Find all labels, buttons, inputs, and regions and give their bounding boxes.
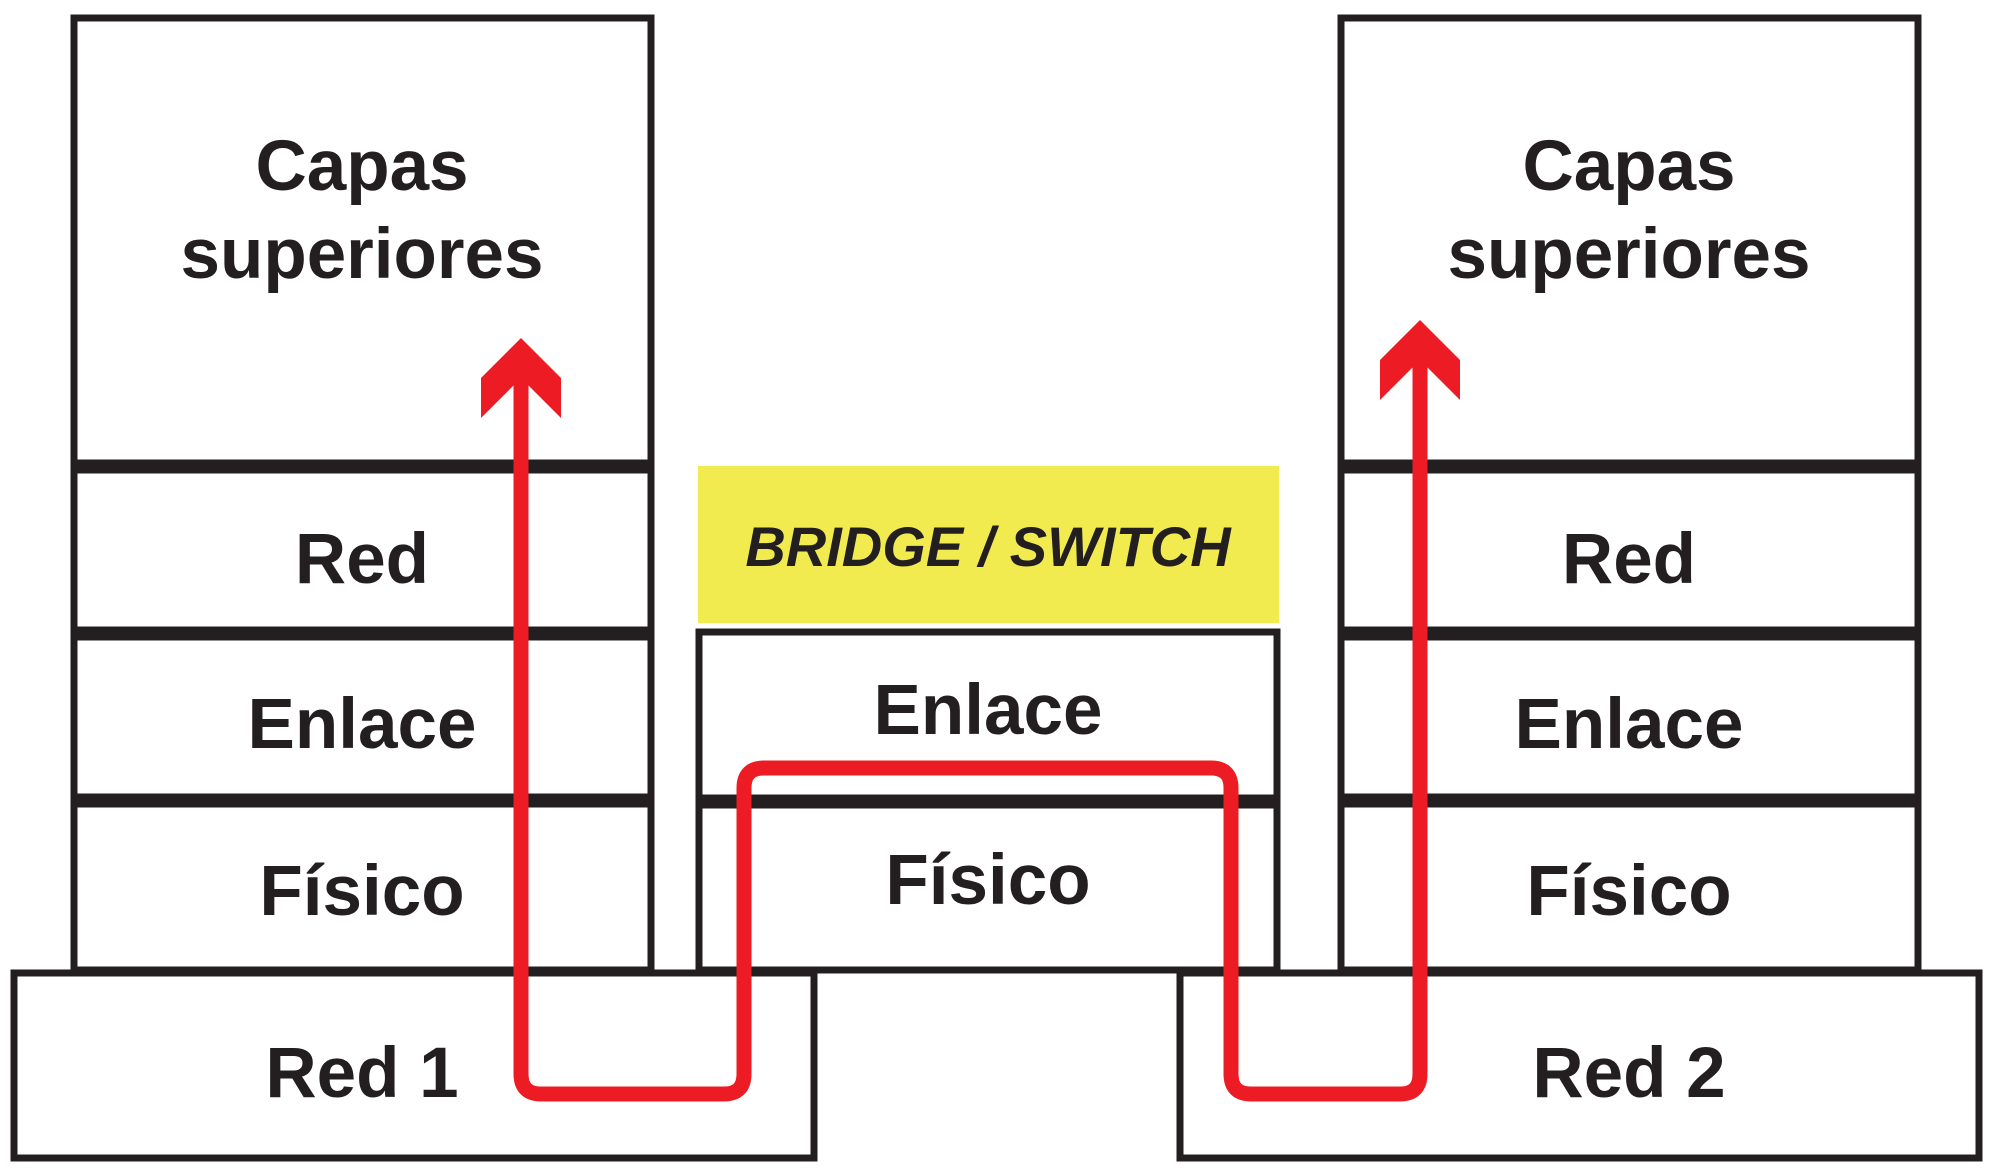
left-physical-layer-label: Físico <box>259 852 464 931</box>
data-flow-line <box>513 355 1428 1102</box>
right-upper-layers-label-line1: Capas <box>1522 127 1735 206</box>
bridge-physical-layer-label: Físico <box>885 841 1090 920</box>
right-network-layer-box <box>1337 466 1922 634</box>
left-upper-layers-label-line1: Capas <box>255 127 468 206</box>
left-network-layer-box <box>70 466 655 634</box>
left-physical-layer-box <box>70 800 655 974</box>
network-1-label: Red 1 <box>265 1034 458 1113</box>
left-link-layer-box <box>70 633 655 801</box>
left-up-arrow-icon <box>481 338 561 418</box>
left-link-layer-label: Enlace <box>248 685 477 764</box>
data-flow-path <box>481 320 1460 1102</box>
right-network-layer-label: Red <box>1562 520 1696 599</box>
right-link-layer-box <box>1337 633 1922 801</box>
right-host-stack: Capas superiores Red Enlace Físico <box>1337 14 1922 974</box>
bridge-label-background <box>698 466 1279 623</box>
left-network-layer-label: Red <box>295 520 429 599</box>
network-segments: Red 1 Red 2 <box>10 969 1983 1162</box>
bridge-switch-label: BRIDGE / SWITCH <box>745 515 1232 578</box>
right-upper-layers-label-line2: superiores <box>1447 215 1810 294</box>
bridge-switch-stack: BRIDGE / SWITCH Enlace Físico <box>695 466 1281 974</box>
network-1-box <box>10 969 818 1162</box>
right-physical-layer-label: Físico <box>1526 852 1731 931</box>
right-upper-layers-box <box>1337 14 1922 467</box>
network-2-box <box>1176 969 1983 1162</box>
bridge-link-layer-label: Enlace <box>874 671 1103 750</box>
left-host-stack: Capas superiores Red Enlace Físico <box>70 14 655 974</box>
left-upper-layers-label-line2: superiores <box>180 215 543 294</box>
network-2-label: Red 2 <box>1532 1034 1725 1113</box>
right-up-arrow-icon <box>1380 320 1460 400</box>
right-link-layer-label: Enlace <box>1515 685 1744 764</box>
bridge-physical-layer-box <box>695 801 1281 974</box>
right-physical-layer-box <box>1337 800 1922 974</box>
